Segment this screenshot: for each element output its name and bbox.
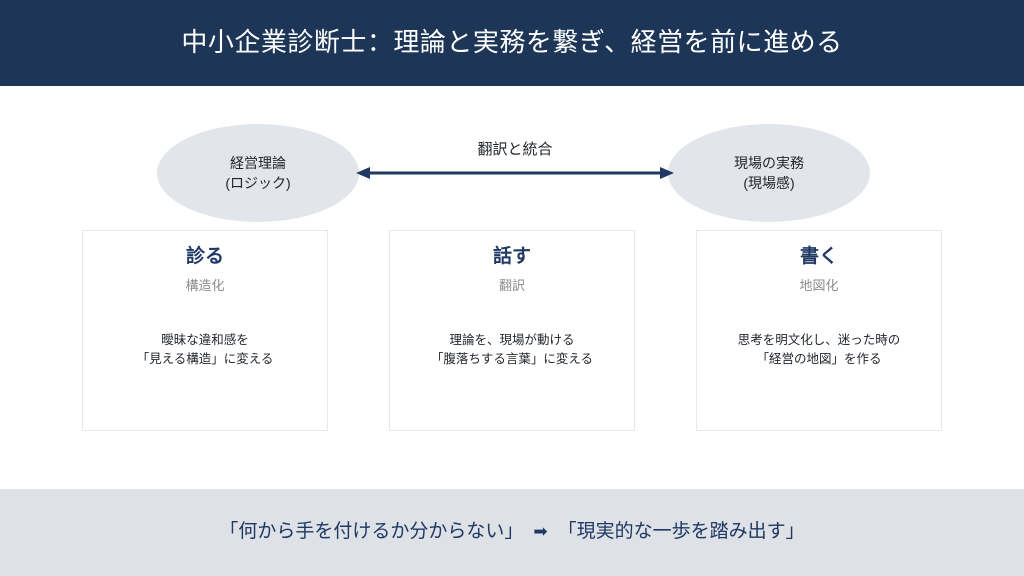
- node-management-theory: 経営理論 (ロジック): [157, 124, 359, 222]
- card-2-body-line1: 理論を、現場が動ける: [449, 332, 575, 347]
- card-kaku[interactable]: 書く 地図化 思考を明文化し、迷った時の 「経営の地図」を作る: [696, 230, 942, 431]
- footer-before-text: 「何から手を付けるか分からない」: [219, 521, 524, 543]
- footer-message: 「何から手を付けるか分からない」 ➡ 「現実的な一歩を踏み出す」: [219, 520, 804, 545]
- card-3-body: 思考を明文化し、迷った時の 「経営の地図」を作る: [697, 331, 941, 370]
- footer-band: 「何から手を付けるか分からない」 ➡ 「現実的な一歩を踏み出す」: [0, 489, 1024, 576]
- card-1-body-line2: 「見える構造」に変える: [136, 351, 274, 366]
- node-left-line2: (ロジック): [225, 175, 291, 191]
- card-1-body-line1: 曖昧な違和感を: [161, 332, 249, 347]
- footer-after-text: 「現実的な一歩を踏み出す」: [557, 521, 805, 543]
- card-3-body-line1: 思考を明文化し、迷った時の: [737, 332, 901, 347]
- node-field-practice: 現場の実務 (現場感): [668, 124, 870, 222]
- connector-label: 翻訳と統合: [477, 141, 553, 158]
- page-title: 中小企業診断士：理論と実務を繋ぎ、経営を前に進める: [181, 27, 843, 58]
- right-arrow-icon: ➡: [533, 522, 548, 542]
- header-band: 中小企業診断士：理論と実務を繋ぎ、経営を前に進める: [0, 0, 1024, 86]
- card-3-subtitle: 地図化: [799, 277, 839, 293]
- card-3-title: 書く: [799, 246, 838, 267]
- card-3-body-line2: 「経営の地図」を作る: [756, 351, 882, 366]
- double-arrow-icon: [352, 160, 678, 186]
- card-2-subtitle: 翻訳: [498, 277, 525, 293]
- card-1-subtitle: 構造化: [185, 277, 225, 293]
- card-miru[interactable]: 診る 構造化 曖昧な違和感を 「見える構造」に変える: [82, 230, 328, 431]
- card-2-title: 話す: [492, 246, 531, 267]
- card-hanasu[interactable]: 話す 翻訳 理論を、現場が動ける 「腹落ちする言葉」に変える: [389, 230, 635, 431]
- node-left-line1: 経営理論: [230, 154, 286, 171]
- node-right-line2: (現場感): [743, 175, 795, 191]
- card-2-body-line2: 「腹落ちする言葉」に変える: [430, 351, 594, 366]
- card-2-body: 理論を、現場が動ける 「腹落ちする言葉」に変える: [390, 331, 634, 370]
- card-1-title: 診る: [185, 246, 224, 267]
- card-1-body: 曖昧な違和感を 「見える構造」に変える: [83, 331, 327, 370]
- node-right-line1: 現場の実務: [734, 154, 804, 171]
